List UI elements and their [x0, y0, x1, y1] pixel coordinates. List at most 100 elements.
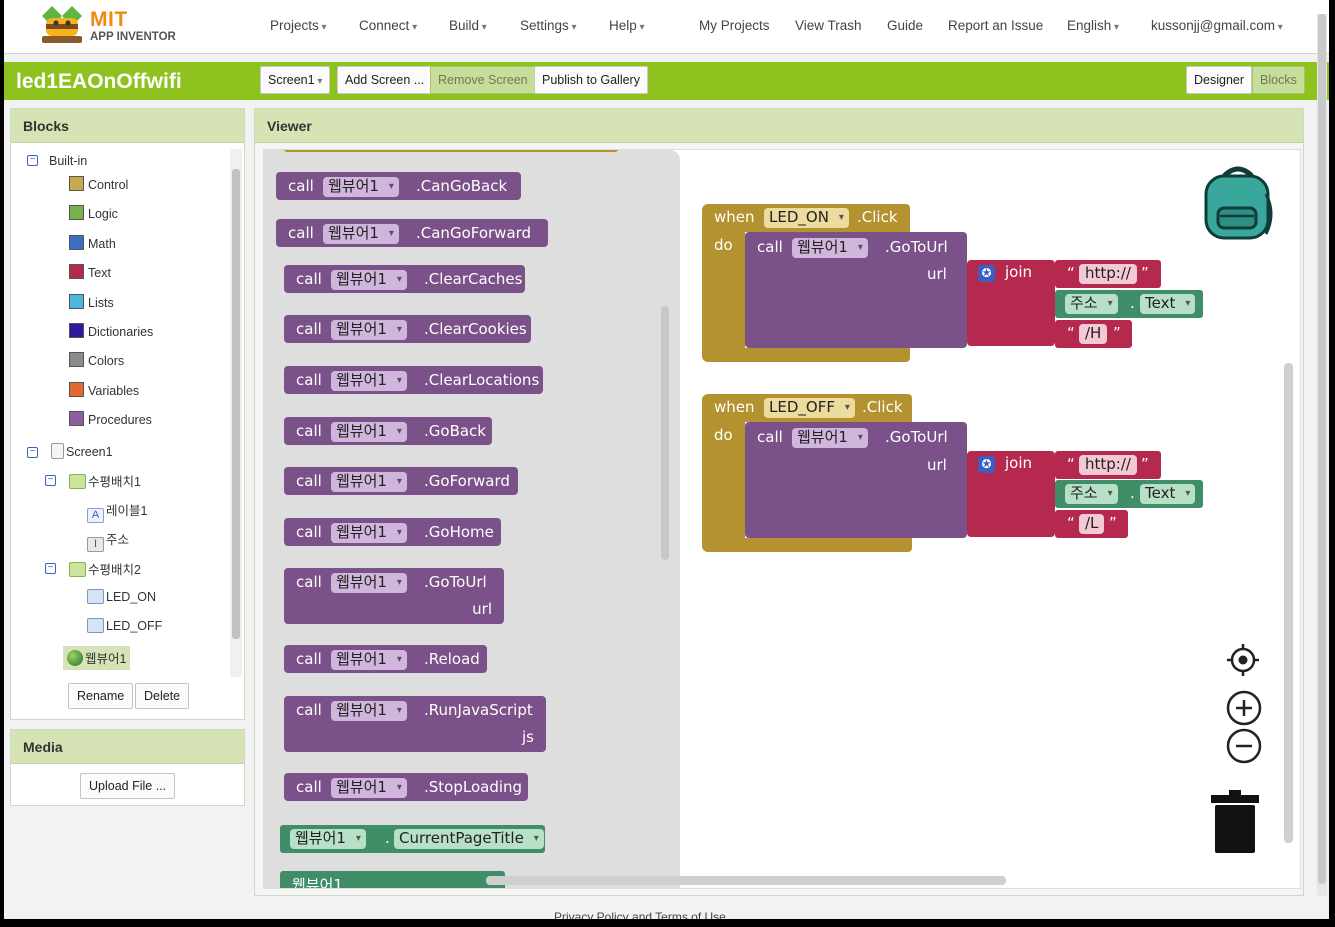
event1-body[interactable]: do	[702, 232, 745, 348]
gear-icon[interactable]: ✪	[978, 265, 995, 282]
flyout-component-dropdown[interactable]: 웹뷰어1	[323, 224, 399, 244]
delete-button[interactable]: Delete	[135, 683, 190, 709]
event-led-on-header[interactable]: when LED_ON .Click	[702, 204, 910, 232]
tree-webviewer-selected[interactable]: 웹뷰어1	[63, 646, 131, 670]
event1-target-dropdown[interactable]: 웹뷰어1	[792, 238, 868, 258]
event1-call-gotourl[interactable]: call 웹뷰어1 .GoToUrl url	[745, 232, 967, 348]
event2-str2-value[interactable]: /L	[1079, 514, 1105, 534]
collapse-hz2-icon[interactable]: −	[45, 563, 56, 574]
app-inventor-logo[interactable]: MIT APP INVENTOR	[36, 4, 176, 46]
tree-builtin[interactable]: Built-in	[49, 154, 88, 168]
nav-guide[interactable]: Guide	[887, 18, 924, 33]
flyout-component-dropdown[interactable]: 웹뷰어1	[331, 778, 407, 798]
event2-getter-prop-dropdown[interactable]: Text	[1140, 484, 1196, 504]
getter-property-dropdown[interactable]: CurrentPageTitle	[394, 829, 544, 849]
tree-category-variables[interactable]: Variables	[69, 381, 139, 398]
blocks-button[interactable]: Blocks	[1252, 66, 1305, 94]
collapse-hz1-icon[interactable]: −	[45, 475, 56, 486]
tree-led-on[interactable]: LED_ON	[87, 589, 156, 604]
event2-target-dropdown[interactable]: 웹뷰어1	[792, 428, 868, 448]
workspace-vertical-scrollbar[interactable]	[1284, 363, 1293, 843]
tree-screen1[interactable]: Screen1	[51, 443, 113, 459]
event2-str1-value[interactable]: http://	[1079, 455, 1137, 475]
remove-screen-button[interactable]: Remove Screen	[430, 66, 536, 94]
event1-component-dropdown[interactable]: LED_ON	[764, 208, 849, 228]
zoom-in-icon[interactable]	[1226, 690, 1262, 726]
event1-getter-prop-dropdown[interactable]: Text	[1140, 294, 1196, 314]
nav-build-menu[interactable]: Build	[449, 18, 487, 33]
tree-scroll-thumb[interactable]	[232, 169, 240, 639]
flyout-partial-block[interactable]	[284, 150, 618, 152]
flyout-component-dropdown[interactable]: 웹뷰어1	[331, 422, 407, 442]
nav-report-issue[interactable]: Report an Issue	[948, 18, 1044, 33]
event1-str1-value[interactable]: http://	[1079, 264, 1137, 284]
event2-call-gotourl[interactable]: call 웹뷰어1 .GoToUrl url	[745, 422, 967, 538]
event2-footer[interactable]	[702, 538, 912, 552]
nav-projects-menu[interactable]: Projects	[270, 18, 327, 33]
tree-category-dictionaries[interactable]: Dictionaries	[69, 323, 153, 339]
nav-my-projects[interactable]: My Projects	[699, 18, 770, 33]
flyout-component-dropdown[interactable]: 웹뷰어1	[331, 701, 407, 721]
event2-getter-comp-dropdown[interactable]: 주소	[1065, 484, 1118, 504]
tree-category-math[interactable]: Math	[69, 234, 116, 251]
nav-connect-menu[interactable]: Connect	[359, 18, 417, 33]
nav-language-menu[interactable]: English	[1067, 18, 1119, 33]
designer-button[interactable]: Designer	[1186, 66, 1253, 94]
rename-button[interactable]: Rename	[68, 683, 134, 709]
event2-body[interactable]: do	[702, 422, 745, 538]
upload-file-button[interactable]: Upload File ...	[80, 773, 176, 799]
trash-icon[interactable]	[1209, 790, 1261, 854]
tree-led-off[interactable]: LED_OFF	[87, 618, 162, 633]
event1-getter-comp-dropdown[interactable]: 주소	[1065, 294, 1118, 314]
screen-select-dropdown[interactable]: Screen1	[260, 66, 331, 94]
event1-string-http[interactable]: “ http:// ”	[1055, 260, 1161, 288]
nav-account-menu[interactable]: kussonjj@gmail.com	[1151, 18, 1283, 33]
flyout-partial-getter[interactable]: 웹뷰어1	[280, 871, 505, 888]
zoom-out-icon[interactable]	[1226, 728, 1262, 764]
nav-settings-menu[interactable]: Settings	[520, 18, 577, 33]
event1-str2-value[interactable]: /H	[1079, 324, 1108, 344]
nav-view-trash[interactable]: View Trash	[795, 18, 862, 33]
tree-category-control[interactable]: Control	[69, 176, 128, 192]
footer-links[interactable]: Privacy Policy and Terms of Use	[554, 910, 726, 919]
tree-hz1[interactable]: 수평배치1	[69, 471, 141, 490]
event2-string-http[interactable]: “ http:// ”	[1055, 451, 1161, 479]
flyout-scrollbar[interactable]	[661, 306, 669, 560]
flyout-component-dropdown[interactable]: 웹뷰어1	[331, 650, 407, 670]
flyout-component-dropdown[interactable]: 웹뷰어1	[331, 573, 407, 593]
event1-getter-addr-text[interactable]: 주소 . Text	[1055, 290, 1203, 318]
event2-getter-addr-text[interactable]: 주소 . Text	[1055, 480, 1203, 508]
tree-category-logic[interactable]: Logic	[69, 205, 118, 221]
event2-join-block[interactable]: ✪ join	[967, 451, 1055, 537]
event2-string-l[interactable]: “ /L ”	[1055, 510, 1128, 538]
flyout-component-dropdown[interactable]: 웹뷰어1	[323, 177, 399, 197]
flyout-component-dropdown[interactable]: 웹뷰어1	[331, 371, 407, 391]
getter-component-dropdown[interactable]: 웹뷰어1	[290, 829, 366, 849]
collapse-screen1-icon[interactable]: −	[27, 447, 38, 458]
event1-string-h[interactable]: “ /H ”	[1055, 320, 1132, 348]
flyout-component-dropdown[interactable]: 웹뷰어1	[331, 523, 407, 543]
nav-help-menu[interactable]: Help	[609, 18, 645, 33]
tree-category-procedures[interactable]: Procedures	[69, 411, 152, 427]
flyout-getter-currentpagetitle[interactable]: 웹뷰어1 . CurrentPageTitle	[280, 825, 545, 853]
publish-gallery-button[interactable]: Publish to Gallery	[534, 66, 648, 94]
event-led-off-header[interactable]: when LED_OFF .Click	[702, 394, 912, 422]
tree-hz2[interactable]: 수평배치2	[69, 559, 141, 578]
workspace-horizontal-scrollbar[interactable]	[486, 876, 1006, 885]
flyout-component-dropdown[interactable]: 웹뷰어1	[331, 472, 407, 492]
gear-icon[interactable]: ✪	[978, 456, 995, 473]
add-screen-button[interactable]: Add Screen ...	[337, 66, 433, 94]
